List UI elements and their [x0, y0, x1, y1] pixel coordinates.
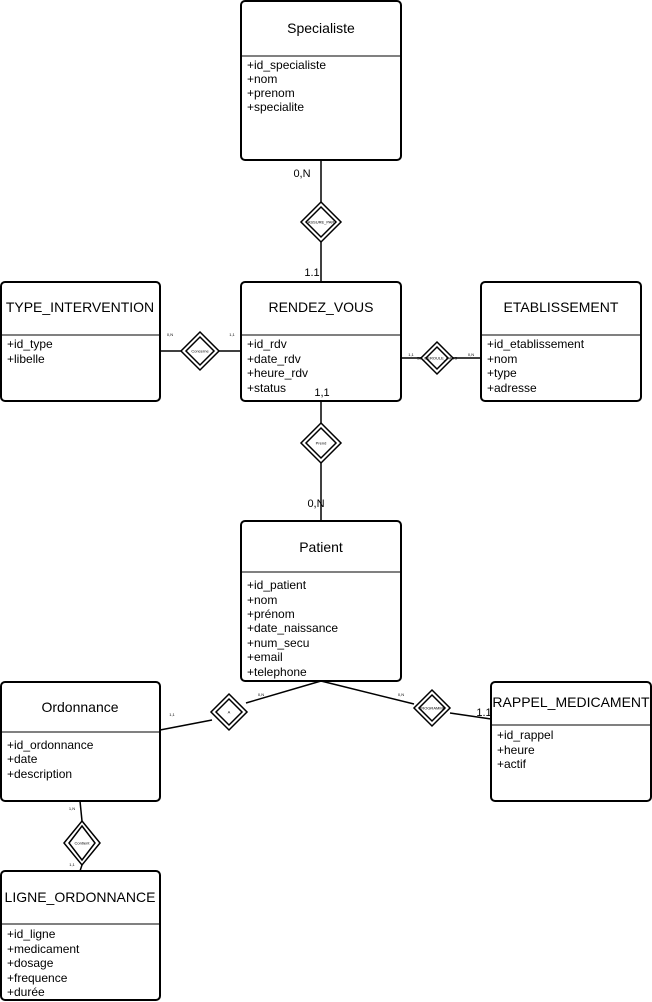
entity-attribute: +nom: [487, 352, 517, 366]
line-a-ordonnance: [159, 719, 213, 731]
cardinality-label: 1,1: [169, 712, 175, 717]
entity-ordonnance[interactable]: Ordonnance +id_ordonnance +date +descrip…: [0, 681, 161, 802]
entity-attribute: +id_specialiste: [247, 58, 326, 72]
entity-attribute: +date_naissance: [247, 621, 338, 635]
line-patient-a: [245, 680, 322, 704]
relationship-label: SE_DEROULE_DANS: [417, 356, 458, 361]
entity-ligne-ordonnance[interactable]: LIGNE_ORDONNANCE +id_ligne +medicament +…: [0, 870, 161, 1001]
line-programme-rappel: [449, 712, 492, 720]
entity-attribute: +id_type: [7, 337, 53, 351]
cardinality-label: 0,N: [167, 332, 173, 337]
entity-attribute: +prenom: [247, 86, 295, 100]
entity-attribute: +dosage: [7, 956, 54, 970]
entity-title: RAPPEL_MEDICAMENT: [492, 694, 650, 710]
entity-title: RENDEZ_VOUS: [268, 299, 373, 315]
relationship-label: PROGRAMME: [419, 706, 446, 711]
entity-attribute: +status: [247, 381, 286, 395]
entity-attribute: +prénom: [247, 607, 295, 621]
entity-attribute: +actif: [497, 757, 527, 771]
relationship-se-deroule-dans[interactable]: SE_DEROULE_DANS: [417, 340, 458, 376]
entity-attribute: +durée: [7, 985, 45, 999]
cardinality-label: 0,N: [293, 168, 310, 180]
entity-attribute: +heure: [497, 743, 535, 757]
entity-attribute: +libelle: [7, 352, 45, 366]
entity-type-intervention[interactable]: TYPE_INTERVENTION +id_type +libelle: [0, 281, 161, 402]
relationship-programme[interactable]: PROGRAMME: [412, 688, 452, 728]
entity-attribute: +id_ordonnance: [7, 738, 94, 752]
cardinality-label: 0,N: [258, 692, 264, 697]
relationship-assure-par[interactable]: ASSURE_PAR: [299, 200, 343, 244]
entity-attribute: +heure_rdv: [247, 366, 308, 380]
entity-attribute: +date_rdv: [247, 352, 301, 366]
entity-attribute: +medicament: [7, 942, 80, 956]
cardinality-label: 0,N: [398, 692, 404, 697]
entity-etablissement[interactable]: ETABLISSEMENT +id_etablissement +nom +ty…: [480, 281, 642, 402]
entity-rendez-vous[interactable]: RENDEZ_VOUS +id_rdv +date_rdv +heure_rdv…: [240, 281, 402, 402]
entity-title: Patient: [299, 539, 343, 555]
cardinality-label: 1,1: [69, 862, 75, 867]
entity-title: ETABLISSEMENT: [504, 299, 619, 315]
line-ordonnance-contient: [79, 800, 83, 822]
relationship-label: ASSURE_PAR: [308, 220, 335, 225]
entity-title: Ordonnance: [41, 699, 118, 715]
cardinality-labels: 0,N 1.1 0,N 1,1 1,1 0,N 1,1 0,N 1,1 0,N …: [69, 168, 492, 867]
entity-attribute: +id_rappel: [497, 728, 553, 742]
entity-attribute: +id_etablissement: [487, 337, 585, 351]
relationship-contient[interactable]: Contient: [63, 819, 101, 867]
cardinality-label: 0,N: [468, 352, 474, 357]
relationship-prend[interactable]: Prend: [299, 421, 343, 465]
entity-attribute: +nom: [247, 593, 277, 607]
entity-specialiste[interactable]: Specialiste +id_specialiste +nom +prenom…: [240, 0, 402, 161]
entity-attribute: +specialite: [247, 100, 304, 114]
cardinality-label: 1.1: [304, 267, 319, 279]
entity-attribute: +id_patient: [247, 578, 307, 592]
entity-attribute: +email: [247, 650, 283, 664]
entity-attribute: +nom: [247, 72, 277, 86]
entity-attribute: +description: [7, 767, 72, 781]
entity-attribute: +frequence: [7, 971, 68, 985]
entity-attribute: +telephone: [247, 665, 307, 679]
relationship-label: Concerne: [191, 349, 209, 354]
line-patient-programme: [320, 680, 415, 705]
entity-attribute: +id_ligne: [7, 927, 56, 941]
cardinality-label: 1,1: [408, 352, 414, 357]
entity-attribute: +adresse: [487, 381, 537, 395]
relationship-label: Contient: [75, 841, 91, 846]
entity-attribute: +type: [487, 366, 517, 380]
cardinality-label: 1.1: [476, 707, 491, 719]
entity-title: LIGNE_ORDONNANCE: [5, 889, 156, 905]
cardinality-label: 1,1: [229, 332, 235, 337]
relationship-a[interactable]: A: [209, 692, 249, 732]
relationship-label: A: [228, 710, 231, 715]
cardinality-label: 1,1: [314, 387, 329, 399]
entity-patient[interactable]: Patient +id_patient +nom +prénom +date_n…: [240, 520, 402, 682]
cardinality-label: 0,N: [307, 498, 324, 510]
relationship-concerne[interactable]: Concerne: [179, 330, 221, 372]
entity-attribute: +id_rdv: [247, 337, 287, 351]
entity-rappel-medicament[interactable]: RAPPEL_MEDICAMENT +id_rappel +heure +act…: [490, 681, 652, 802]
relationship-label: Prend: [316, 441, 327, 446]
entity-title: TYPE_INTERVENTION: [6, 299, 154, 315]
entity-title: Specialiste: [287, 20, 355, 36]
entity-attribute: +date: [7, 752, 38, 766]
entity-attribute: +num_secu: [247, 636, 309, 650]
cardinality-label: 1,N: [69, 806, 75, 811]
